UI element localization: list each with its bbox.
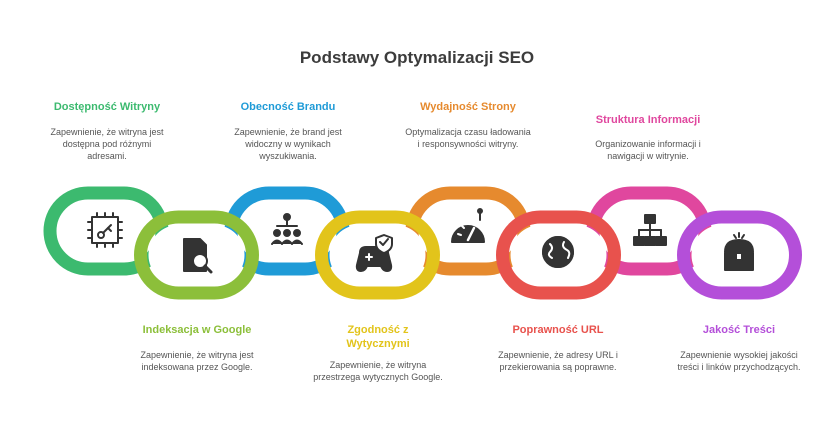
chain-link-jakosc [677, 210, 802, 300]
treasure-chest-icon [724, 232, 754, 271]
network-people-icon [271, 213, 303, 245]
speedometer-icon [451, 208, 485, 243]
chain-link-indeksacja [134, 210, 259, 300]
chain-link-poprawnosc [496, 210, 621, 300]
diagram-title: Podstawy Optymalizacji SEO [299, 48, 535, 67]
step-label-wydajnosc: Wydajność Strony [420, 101, 516, 113]
step-label-zgodnosc: Zgodność z Wytycznymi [346, 324, 410, 350]
step-desc-dostepnosc: Zapewnienie, że witryna jest dostępna po… [50, 127, 164, 161]
step-desc-poprawnosc: Zapewnienie, że adresy URL i przekierowa… [498, 350, 618, 372]
step-label-obecnosc: Obecność Brandu [240, 101, 336, 113]
step-label-jakosc: Jakość Treści [702, 324, 776, 336]
step-desc-wydajnosc: Optymalizacja czasu ładowania i responsy… [405, 127, 531, 149]
chain-link-zgodnosc [315, 210, 440, 300]
step-desc-indeksacja: Zapewnienie, że witryna jest indeksowana… [140, 350, 254, 372]
step-desc-obecnosc: Zapewnienie, że brand jest widoczny w wy… [234, 127, 342, 161]
step-label-struktura: Struktura Informacji [595, 114, 701, 126]
sitemap-icon [633, 214, 667, 246]
step-label-poprawnosc: Poprawność URL [512, 324, 604, 336]
blueprint-icon [87, 212, 123, 248]
globe-icon [542, 236, 574, 268]
step-desc-jakosc: Zapewnienie wysokiej jakości treści i li… [677, 350, 801, 372]
step-desc-struktura: Organizowanie informacji i nawigacji w w… [595, 139, 701, 161]
step-label-indeksacja: Indeksacja w Google [142, 324, 252, 336]
step-label-dostepnosc: Dostępność Witryny [53, 101, 161, 113]
step-desc-zgodnosc: Zapewnienie, że witryna przestrzega wyty… [313, 360, 443, 382]
document-search-icon [183, 238, 213, 274]
gamepad-shield-icon [355, 234, 393, 272]
